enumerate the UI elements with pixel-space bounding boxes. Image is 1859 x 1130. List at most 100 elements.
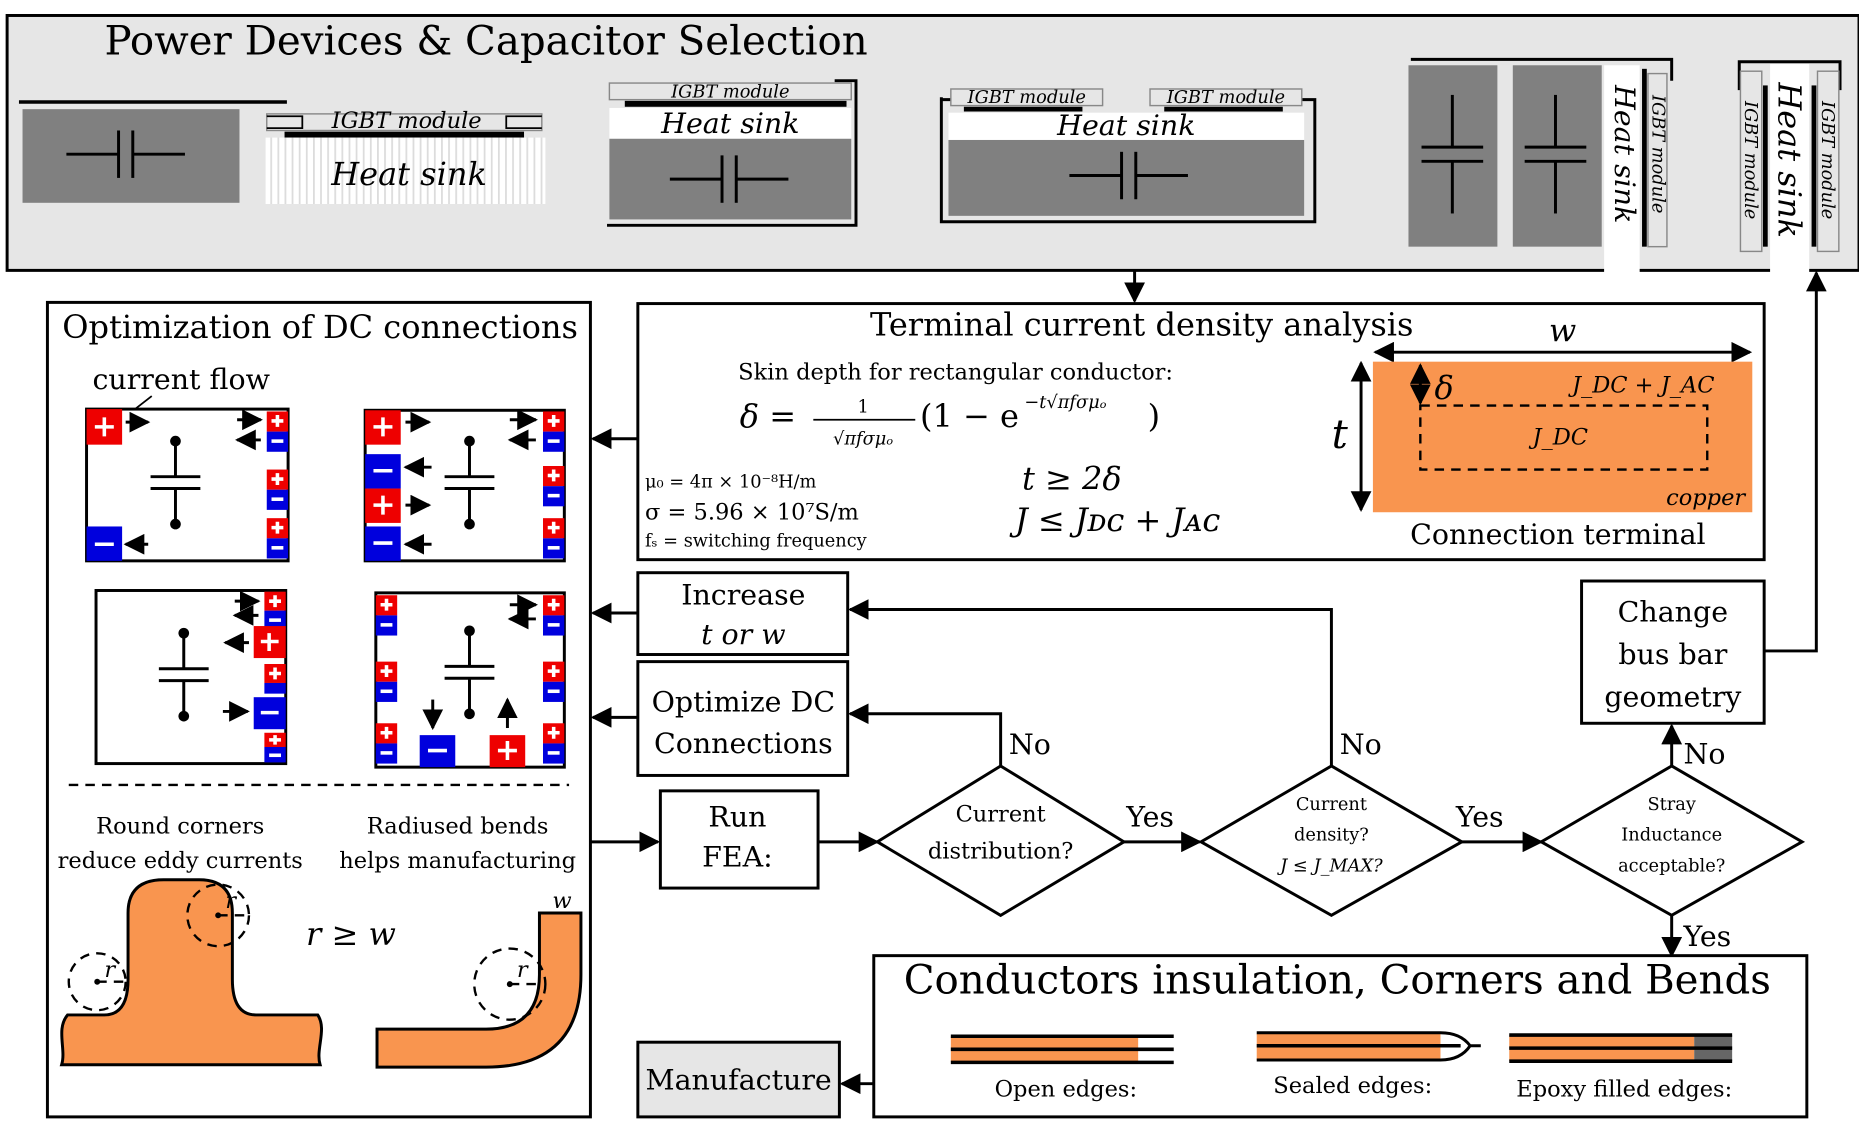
yes-label-decision2: Yes: [1455, 800, 1504, 833]
change-bus-bar-step: Change bus bar geometry: [1580, 579, 1766, 725]
radiused-bends-subtitle: helps manufacturing: [339, 848, 576, 874]
radiused-bends-title: Radiused bends: [367, 814, 549, 840]
decision3-line3: acceptable?: [1618, 855, 1725, 876]
insulation-title: Conductors insulation, Corners and Bends: [904, 957, 1771, 1004]
radius-label: r: [225, 888, 237, 914]
change-label-line3: geometry: [1604, 681, 1741, 714]
decision2-line2: density?: [1294, 825, 1369, 846]
optimize-dc-step: Optimize DC Connections: [636, 660, 850, 777]
optimize-label-line2: Connections: [654, 727, 833, 760]
terminal-density-panel: Terminal current density analysis Skin d…: [636, 302, 1766, 562]
change-label-line2: bus bar: [1618, 638, 1727, 671]
igbt-module-label-left: IGBT module: [1740, 100, 1761, 219]
decision2-line1: Current: [1296, 794, 1367, 815]
igbt-module-label: IGBT module: [331, 108, 482, 134]
terminal-thickness-label: t: [1332, 411, 1349, 458]
design-flow: Increase t or w Optimize DC Connections …: [590, 270, 1827, 1119]
decision2-line3: J ≤ J_MAX?: [1277, 855, 1383, 876]
layout-vertical-double-sided: IGBT module Heat sink IGBT module: [1737, 60, 1842, 297]
igbt-module-label-right: IGBT module: [1817, 100, 1838, 219]
sealed-edges-label: Sealed edges:: [1273, 1073, 1432, 1099]
no-label-decision3: No: [1684, 738, 1726, 771]
connection-terminal-caption: Connection terminal: [1410, 518, 1706, 551]
connector: [847, 703, 1003, 766]
switching-frequency: fₛ = switching frequency: [645, 531, 867, 552]
dc-config-2: [363, 408, 566, 563]
mu0-constant: μ₀ = 4π × 10⁻⁸H/m: [645, 471, 817, 492]
jdc-label: J_DC: [1528, 425, 1588, 451]
copper-terminal: [1372, 361, 1753, 513]
width-label: w: [552, 888, 571, 914]
heat-sink-label: Heat sink: [1608, 84, 1641, 223]
capacitor-block-1: [1408, 65, 1498, 247]
current-flow-label: current flow: [92, 363, 269, 396]
open-edges-sample: Open edges:: [950, 1034, 1174, 1103]
heat-sink: [1604, 65, 1640, 283]
increase-label-line1: Increase: [681, 579, 805, 612]
heat-sink: [609, 107, 852, 139]
device-selection-panel: Power Devices & Capacitor Selection IGBT…: [5, 13, 1859, 297]
layout-single-igbt-stack: IGBT module Heat sink: [607, 79, 858, 227]
dc-connections-title: Optimization of DC connections: [62, 308, 578, 346]
round-corners-title: Round corners: [96, 814, 264, 840]
no-label-decision1: No: [1009, 728, 1051, 761]
round-corner-conductor: r r: [59, 878, 323, 1067]
skin-depth-caption: Skin depth for rectangular conductor:: [738, 359, 1173, 385]
dc-connections-panel: Optimization of DC connections current f…: [45, 300, 592, 1119]
heat-sink: [1770, 64, 1810, 297]
connector: [847, 599, 1333, 766]
copper-label: copper: [1666, 485, 1746, 511]
sigma-constant: σ = 5.96 × 10⁷S/m: [645, 499, 859, 525]
igbt-module-label: IGBT module: [670, 81, 789, 102]
igbt-module-label: IGBT module: [1648, 94, 1669, 213]
no-label-decision2: No: [1340, 728, 1382, 761]
igbt-module-label-right: IGBT module: [1166, 87, 1285, 108]
capacitor-block: [609, 138, 852, 220]
yes-label-decision3: Yes: [1683, 920, 1732, 953]
device-selection-title: Power Devices & Capacitor Selection: [104, 18, 867, 65]
decision3-line2: Inductance: [1621, 825, 1722, 846]
decision1-line2: distribution?: [928, 838, 1073, 864]
layout-dual-igbt-stack: IGBT module IGBT module Heat sink: [939, 87, 1317, 224]
insulation-panel: Conductors insulation, Corners and Bends…: [872, 954, 1809, 1119]
formula-numerator: 1: [857, 397, 868, 418]
manufacture-step: Manufacture: [636, 1040, 841, 1119]
layout-capacitor-only: [18, 100, 287, 203]
heat-sink-label: Heat sink: [1056, 109, 1195, 142]
igbt-module-label-left: IGBT module: [967, 87, 1086, 108]
layout-igbt-finned-heatsink: IGBT module Heat sink: [265, 108, 546, 204]
terminal-pairs: [266, 411, 289, 559]
dc-current-region: [1419, 404, 1709, 471]
heat-sink-label: Heat sink: [330, 155, 487, 193]
terminal-density-title: Terminal current density analysis: [870, 306, 1413, 344]
capacitor-block: [948, 139, 1305, 216]
yes-label-decision1: Yes: [1125, 800, 1174, 833]
decision1-line1: Current: [956, 802, 1046, 828]
formula-denominator: √πfσμₒ: [833, 429, 893, 450]
current-density-decision: Current density? J ≤ J_MAX?: [1198, 764, 1465, 918]
dc-config-1: [85, 407, 290, 563]
run-label-line2: FEA:: [702, 841, 773, 874]
radius-label: r: [517, 957, 529, 983]
heat-sink: [948, 112, 1305, 140]
sealed-edges-sample: Sealed edges:: [1256, 1031, 1481, 1099]
thickness-rule: t ≥ 2δ: [1022, 460, 1122, 498]
radius-rule: r ≥ w: [306, 915, 396, 953]
epoxy-edges-label: Epoxy filled edges:: [1516, 1077, 1732, 1103]
radiused-bend-conductor: r w: [375, 888, 583, 1069]
dc-config-3: [94, 589, 288, 766]
jdc-jac-label: J_DC + J_AC: [1568, 372, 1715, 398]
connection-terminal-diagram: w t δ J_DC + J_AC J_DC copper Connection…: [1332, 312, 1753, 551]
formula-lhs: δ =: [740, 397, 796, 435]
increase-label-line2: t or w: [701, 618, 786, 651]
skin-depth-formula: δ = 1 √πfσμₒ (1 − e −t√πfσμₒ ): [740, 392, 1160, 450]
radius-label: r: [104, 957, 116, 983]
igbt-module: [266, 113, 543, 132]
change-label-line1: Change: [1618, 595, 1728, 628]
heat-sink-label: Heat sink: [1770, 81, 1808, 238]
capacitor-block: [22, 109, 240, 203]
epoxy-edges-sample: Epoxy filled edges:: [1509, 1033, 1732, 1103]
stray-inductance-decision: Stray Inductance acceptable?: [1538, 764, 1806, 918]
finned-heat-sink: [265, 137, 546, 204]
